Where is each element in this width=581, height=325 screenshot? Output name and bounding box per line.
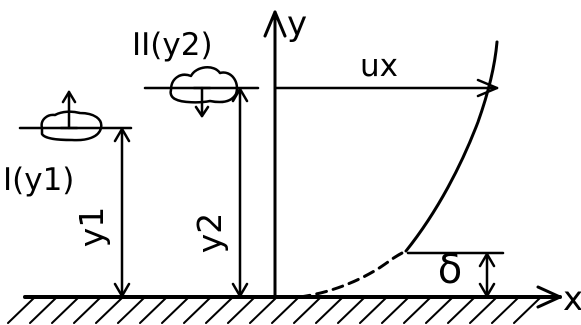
delta-top-arrowhead	[478, 252, 496, 268]
y1-label: y1	[72, 207, 111, 248]
hatch-marks	[7, 296, 542, 324]
x-axis	[468, 285, 562, 309]
parcel-ii-outline	[169, 66, 239, 104]
ux-arrowhead	[476, 78, 499, 98]
y2-label: y2	[190, 213, 229, 254]
y1-bottom-arrowhead	[113, 282, 131, 298]
layer-ii-label: II(y2)	[132, 27, 213, 63]
parcel-ii-down-arrowhead	[194, 105, 210, 118]
fluid-parcel-ii	[169, 66, 239, 118]
y1-top-arrowhead	[113, 127, 131, 143]
y2-bottom-arrowhead	[231, 282, 249, 298]
delta-bottom-arrowhead	[478, 282, 496, 298]
velocity-profile-curve	[404, 40, 499, 253]
parcel-i-outline	[40, 110, 103, 142]
dashed-sublayer-curve	[298, 249, 408, 299]
fluid-parcel-i	[40, 90, 103, 142]
y-axis-arrowhead	[263, 10, 287, 38]
x-axis-label: x	[563, 279, 581, 319]
delta-label: δ	[438, 247, 462, 293]
ux-label: ux	[360, 48, 398, 84]
y2-dimension	[143, 86, 260, 298]
wall-hatching	[7, 295, 562, 324]
y-axis-label: y	[287, 4, 307, 44]
y-axis	[263, 10, 287, 299]
layer-i-label: I(y1)	[3, 162, 74, 198]
ux-arrow	[273, 78, 499, 98]
delta-dimension	[406, 251, 505, 298]
x-axis-arrowhead	[536, 285, 562, 309]
parcel-i-up-arrowhead	[61, 90, 77, 104]
